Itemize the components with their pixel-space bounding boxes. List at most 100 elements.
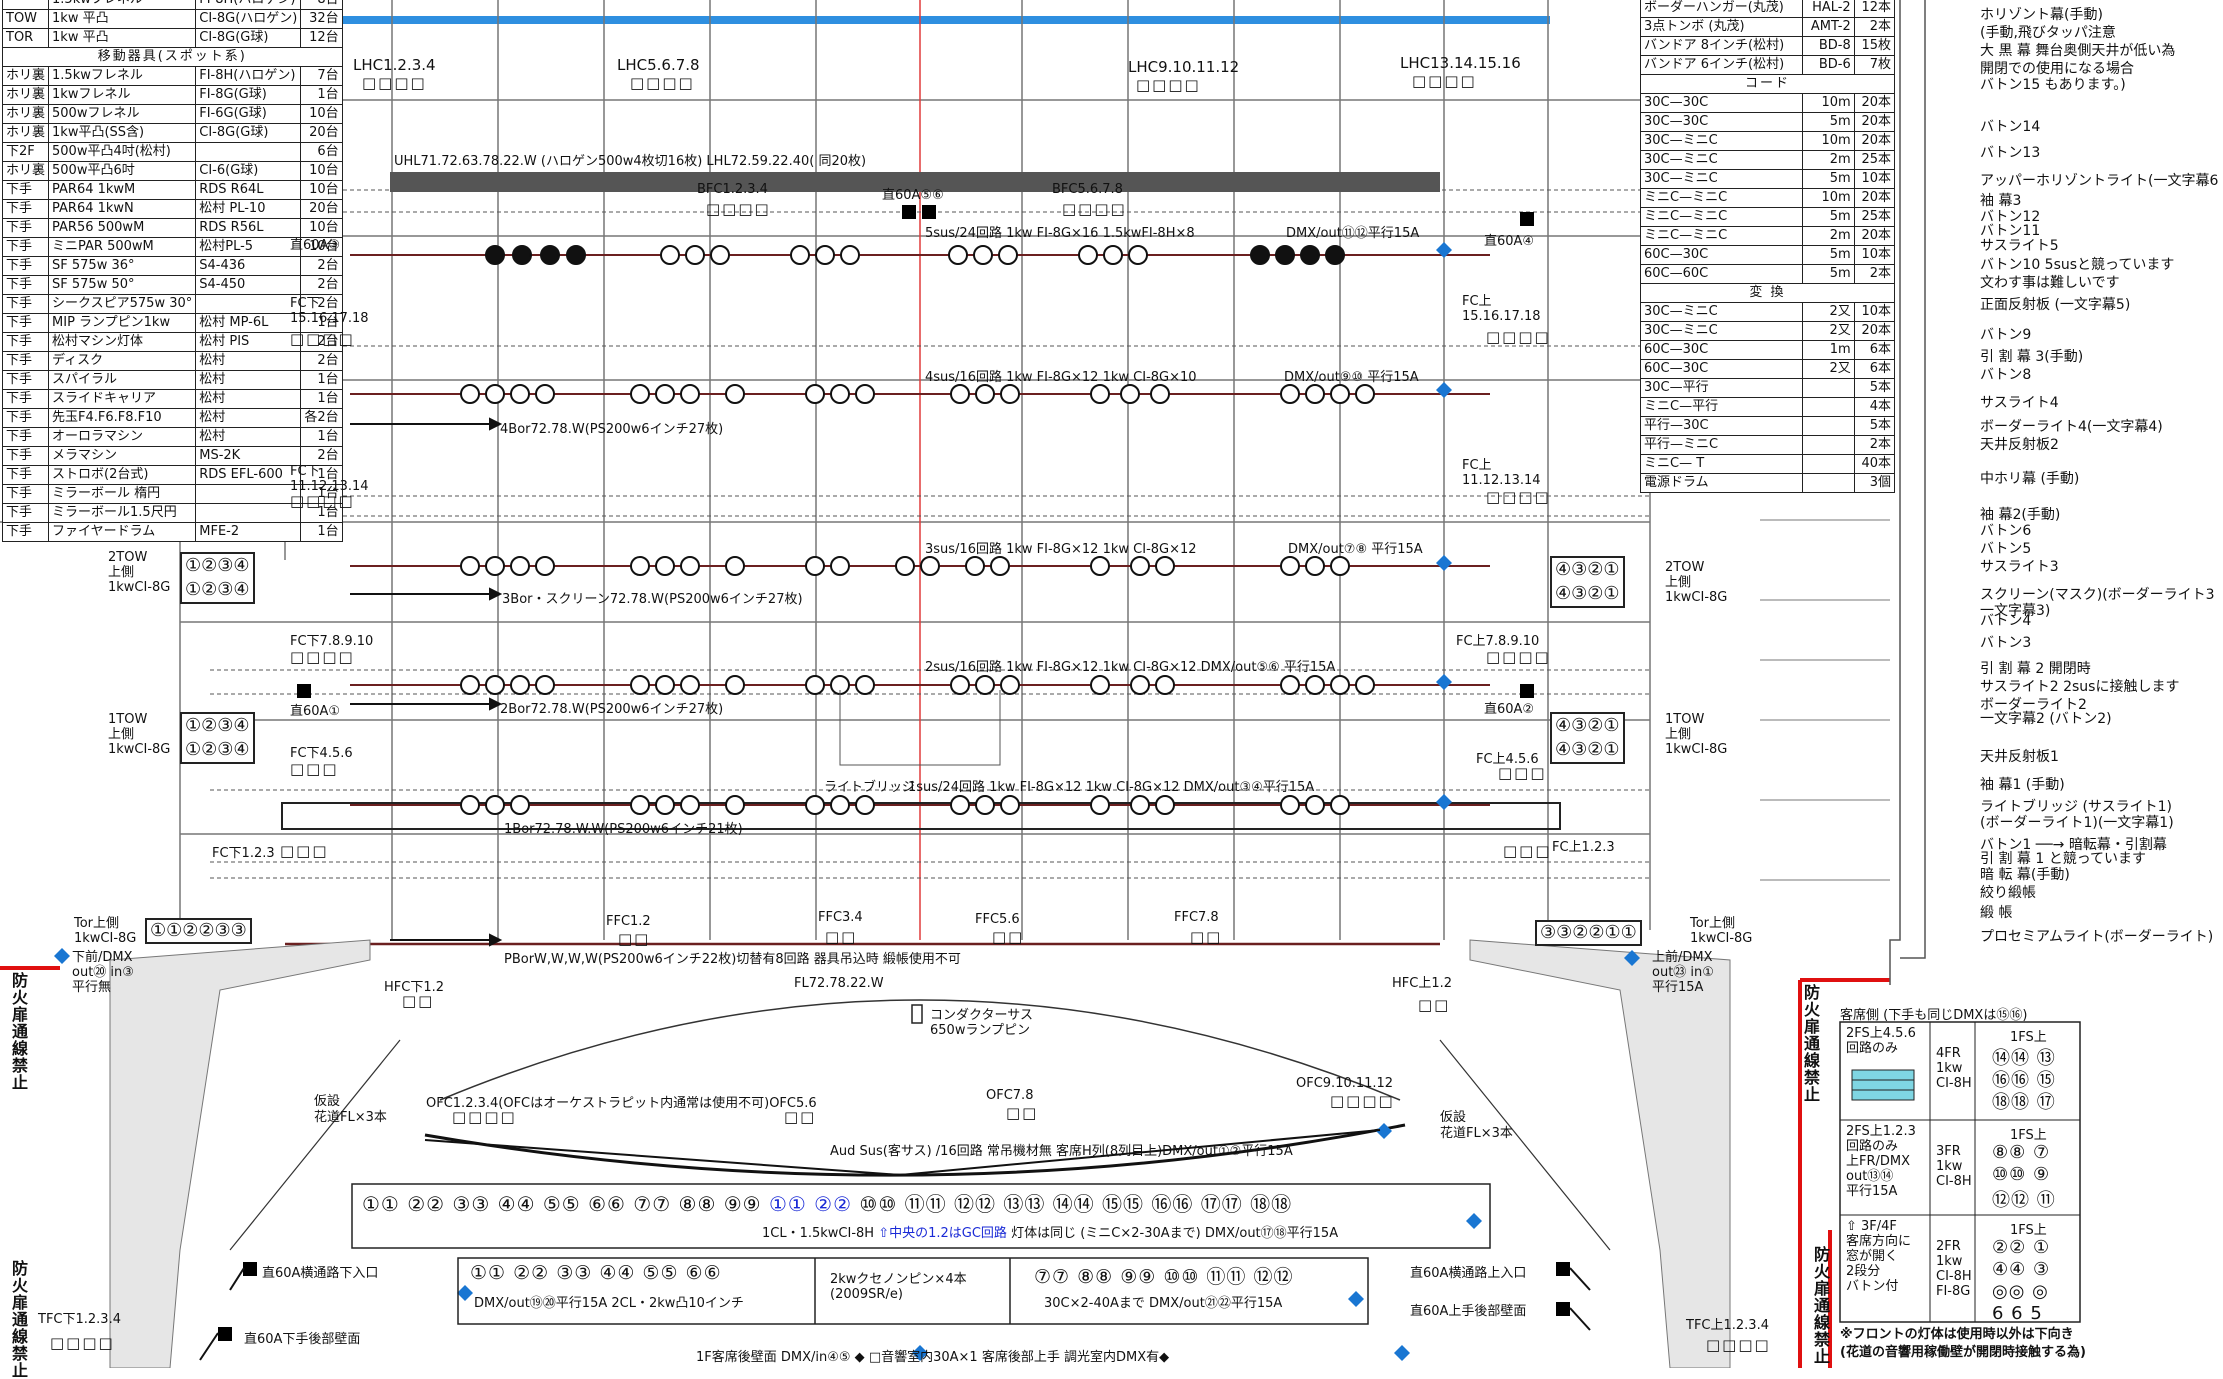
table-cell: ミラーボール 楕円 — [48, 484, 197, 504]
row2-right-note: 30C×2-40Aまで DMX/out㉑㉒平行15A — [1044, 1296, 1283, 1311]
ofc-right-squares: □□□□ — [1330, 1092, 1395, 1110]
table-cell: 6台 — [300, 142, 343, 162]
sus5-label: 5sus/24回路 1kw FI-8G×16 1.5kwFI-8H×8 — [925, 226, 1195, 241]
table-cell: 15枚 — [1853, 36, 1896, 56]
table-section-row: 変 換 — [1640, 283, 1895, 303]
table-cell: 30C—ミニC — [1639, 131, 1804, 151]
table-cell: 12本 — [1853, 0, 1896, 18]
fc-left-4-squares: □□□ — [290, 760, 339, 778]
table-cell: 1台 — [300, 313, 343, 333]
row1-circles: ①① ②② ③③ ④④ ⑤⑤ ⑥⑥ ⑦⑦ ⑧⑧ ⑨⑨ ①① ②② ⑩⑩ ⑪⑪ ⑫… — [362, 1188, 1292, 1217]
table-cell: CI-8G(G球) — [195, 28, 302, 48]
table-cell: MS-2K — [195, 446, 302, 466]
dmx4-label: DMX/out⑨⑩ 平行15A — [1284, 370, 1419, 385]
table-cell: 下手 — [1, 503, 50, 523]
tow2-left-label: 2TOW 上側 1kwCI-8G — [108, 550, 171, 595]
table-cell: SF 575w 36° — [48, 256, 197, 276]
batten1-fixtures — [460, 795, 1350, 815]
table-cell: 1台 — [300, 370, 343, 390]
legend-circles: ⑱⑱ ⑰ — [1992, 1092, 2056, 1113]
legend-row-mid: 3FR 1kw CI-8H — [1936, 1144, 1972, 1189]
fire-right-1: 防火扉通線禁止 — [1801, 984, 1820, 1103]
table-cell: 30C—ミニC — [1639, 150, 1804, 170]
dir60-left-wall: 直60A下手後部壁面 — [244, 1332, 361, 1347]
table-cell: 各2台 — [300, 408, 343, 428]
table-cell: CI-6(G球) — [195, 161, 302, 181]
lhc-squares-2: □□□□ — [630, 74, 695, 92]
table-cell: 平行—ミニC — [1639, 435, 1804, 455]
right-label: 一文字幕3) — [1980, 603, 2051, 619]
table-cell: 松村 — [195, 370, 302, 390]
right-label: バトン14 — [1980, 119, 2041, 135]
table-cell: 下手 — [1, 218, 50, 238]
table-cell: 下手 — [1, 313, 50, 333]
window-drawing — [1851, 1069, 1915, 1101]
table-cell: 25本 — [1853, 150, 1896, 170]
lhc-squares-4: □□□□ — [1412, 72, 1477, 90]
table-cell: TOW — [1, 9, 50, 29]
table-cell: RDS R56L — [195, 218, 302, 238]
table-cell: 2本 — [1853, 17, 1896, 37]
tfc-left: TFC下1.2.3.4 — [38, 1312, 121, 1327]
row1-circles-a: ①① ②② ③③ ④④ ⑤⑤ ⑥⑥ ⑦⑦ ⑧⑧ ⑨⑨ — [362, 1192, 762, 1216]
table-cell: ミニC—ミニC — [1639, 188, 1804, 208]
table-cell: 60C—30C — [1639, 245, 1804, 265]
table-cell: 10本 — [1853, 245, 1896, 265]
table-cell: 12台 — [300, 28, 343, 48]
table-cell: バンドア 6インチ(松村) — [1639, 55, 1804, 75]
hanamichi-arc — [424, 1123, 1406, 1177]
table-section-header: 移動器具(スポット系) — [2, 47, 343, 67]
table-cell: 7枚 — [1853, 55, 1896, 75]
table-cell: ホリ裏 — [1, 66, 50, 86]
right-label: バトン12 — [1980, 209, 2041, 225]
table-cell: FI-8G(G球) — [195, 85, 302, 105]
table-cell: 1m — [1802, 340, 1855, 360]
table-cell: 1.5kwフレネル — [48, 0, 197, 10]
dmx5-label: DMX/out⑪⑫平行15A — [1286, 226, 1420, 241]
table-cell: 1台 — [300, 465, 343, 485]
right-label: バトン13 — [1980, 145, 2041, 161]
lhc-label-4: LHC13.14.15.16 — [1400, 54, 1521, 72]
right-label: 天井反射板1 — [1980, 749, 2059, 765]
ffc-3: FFC5.6 — [975, 912, 1020, 927]
fc-right-2: FC上 11.12.13.14 — [1462, 458, 1541, 488]
table-cell: 下手 — [1, 332, 50, 352]
table-cell: 20本 — [1853, 112, 1896, 132]
table-cell: FI-8H(ハロゲン) — [195, 66, 302, 86]
legend-circles: ④④ ③ — [1992, 1259, 2051, 1280]
right-label: バトン6 — [1980, 523, 2032, 539]
table-cell: ストロボ(2台式) — [48, 465, 197, 485]
table-cell: TOR — [1, 28, 50, 48]
table-cell: 下手 — [1, 275, 50, 295]
table-cell: 松村 — [195, 389, 302, 409]
table-cell: ミニPAR 500wM — [48, 237, 197, 257]
right-label: サスライト4 — [1980, 395, 2059, 411]
table-cell: 下手 — [1, 484, 50, 504]
fc-right-2-squares: □□□□ — [1486, 488, 1551, 506]
dmx3-label: DMX/out⑦⑧ 平行15A — [1288, 542, 1423, 557]
table-cell: 25本 — [1853, 207, 1896, 227]
right-label: 文わす事は難しいです — [1980, 275, 2120, 291]
ofc-mid-squares: □□ — [1006, 1104, 1039, 1122]
table-cell: 60C—30C — [1639, 359, 1804, 379]
table-cell: 5m — [1802, 264, 1855, 284]
fire-left-2: 防火扉通線禁止 — [9, 1260, 28, 1379]
fc-left-1-squares: □□□□ — [290, 330, 355, 348]
ofc-left-b-squares: □□ — [784, 1108, 817, 1126]
fc-left-5-squares: □□□ — [280, 842, 329, 860]
row1-note: 1CL・1.5kwCI-8H ⇧中央の1.2はGC回路 灯体は同じ (ミニC×2… — [762, 1222, 1338, 1241]
table-cell: 1kwフレネル — [48, 85, 197, 105]
bottom-line: 1F客席後壁面 DMX/in④⑤ ◆ □音響室内30A×1 客席後部上手 調光室… — [696, 1350, 1170, 1365]
table-cell: ミラーボール1.5尺円 — [48, 503, 197, 523]
table-cell: 60C—60C — [1639, 264, 1804, 284]
